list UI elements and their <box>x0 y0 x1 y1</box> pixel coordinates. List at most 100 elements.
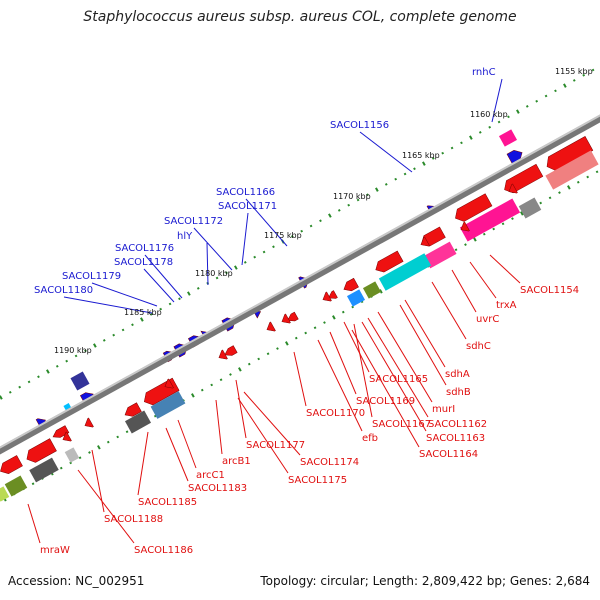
cds-block <box>498 129 518 147</box>
map-title: Staphylococcus aureus subsp. aureus COL,… <box>83 9 517 25</box>
cds-arrow <box>218 349 228 360</box>
tick-mark-outer <box>300 229 304 233</box>
tick-mark-outer <box>535 99 539 103</box>
forward-leader-line <box>359 131 413 173</box>
label-leader-lines <box>27 78 521 544</box>
cds-arrow <box>62 431 72 442</box>
reverse-leader-line <box>215 399 223 455</box>
forward-leader-line <box>245 198 288 247</box>
forward-gene-label: SACOL1176 <box>115 243 174 254</box>
tick-mark-outer <box>309 224 313 228</box>
reverse-leader-line <box>343 321 370 373</box>
cds-block <box>459 198 521 242</box>
tick-mark-inner <box>97 445 101 450</box>
forward-gene-label: SACOL1166 <box>216 187 275 198</box>
reverse-leader-line <box>451 269 477 313</box>
reverse-gene-label: SACOL1174 <box>300 457 359 468</box>
forward-leader-line <box>91 282 158 307</box>
tick-mark-outer <box>572 79 576 82</box>
forward-leader-line <box>143 268 175 303</box>
tick-mark-outer <box>507 115 510 119</box>
tick-mark-outer <box>356 198 360 202</box>
cds-arrow <box>84 417 94 428</box>
reverse-leader-line <box>431 281 467 340</box>
tick-mark-outer <box>328 213 332 218</box>
tick-mark-outer <box>27 380 31 384</box>
tick-mark-outer <box>37 375 40 379</box>
forward-leader-line <box>206 242 209 286</box>
reverse-gene-label: SACOL1163 <box>426 433 485 444</box>
tick-mark-inner <box>69 461 73 465</box>
reverse-leader-line <box>329 331 357 395</box>
tick-mark-inner <box>88 451 91 454</box>
tick-mark-inner <box>106 440 110 444</box>
tick-mark-outer <box>525 105 529 108</box>
reverse-leader-line <box>351 329 420 448</box>
tick-mark-outer <box>554 89 557 93</box>
tick-mark-outer <box>159 307 163 311</box>
tick-mark-inner <box>285 341 289 346</box>
cds-block <box>29 457 59 483</box>
reverse-gene-label: SACOL1177 <box>246 440 305 451</box>
tick-mark-outer <box>582 73 586 77</box>
reverse-gene-label: trxA <box>496 300 517 311</box>
tick-mark-inner <box>586 175 590 179</box>
tick-mark-outer <box>384 183 388 186</box>
reverse-gene-label: SACOL1169 <box>356 396 415 407</box>
tick-mark-outer <box>187 291 191 296</box>
cds-arrow <box>322 291 332 302</box>
cds-block <box>423 241 457 269</box>
cds-block <box>4 475 28 497</box>
tick-mark-outer <box>460 141 463 145</box>
tick-mark-inner <box>482 232 486 236</box>
tick-mark-inner <box>229 373 232 376</box>
tick-mark-outer <box>375 187 379 192</box>
tick-mark-outer <box>243 261 247 264</box>
kbp-label: 1190 kbp <box>54 346 92 355</box>
tick-mark-inner <box>511 217 514 220</box>
cds-arrow <box>266 321 276 332</box>
cds-arrow <box>281 313 291 324</box>
tick-mark-inner <box>341 310 345 314</box>
tick-mark-inner <box>191 393 195 398</box>
tick-mark-outer <box>337 209 341 212</box>
tick-mark-outer <box>253 255 257 259</box>
tick-mark-outer <box>102 338 106 342</box>
reverse-leader-line <box>91 449 105 513</box>
tick-mark-outer <box>0 395 3 400</box>
kbp-label: 1170 kbp <box>333 192 371 201</box>
tick-mark-outer <box>178 297 181 301</box>
cds-arrow <box>328 290 338 299</box>
tick-mark-outer <box>65 359 69 363</box>
forward-gene-label: SACOL1172 <box>164 216 223 227</box>
tick-mark-inner <box>210 383 214 387</box>
tick-mark-outer <box>55 364 59 368</box>
forward-leader-line <box>241 212 249 266</box>
tick-mark-outer <box>84 349 87 353</box>
tick-mark-outer <box>469 135 473 140</box>
cds-arrow <box>375 250 404 273</box>
reverse-gene-label: SACOL1154 <box>520 285 579 296</box>
reverse-leader-line <box>237 397 289 474</box>
cds-block <box>346 289 366 307</box>
tick-mark-outer <box>215 276 219 280</box>
tick-mark-inner <box>558 191 561 194</box>
reverse-gene-label: SACOL1165 <box>369 374 428 385</box>
reverse-gene-label: efb <box>362 433 378 444</box>
reverse-leader-line <box>404 299 446 368</box>
tick-mark-outer <box>422 161 426 166</box>
tick-mark-inner <box>595 170 599 174</box>
reverse-gene-label: SACOL1170 <box>306 408 365 419</box>
cds-block <box>362 281 382 299</box>
forward-leader-line <box>491 78 503 123</box>
forward-gene-label: SACOL1156 <box>330 120 389 131</box>
cds-arrow <box>26 438 57 463</box>
reverse-gene-label: SACOL1185 <box>138 497 197 508</box>
cds-block <box>150 391 186 419</box>
tick-mark-outer <box>319 219 322 223</box>
tick-mark-outer <box>131 323 134 327</box>
cds-arrow <box>224 345 238 356</box>
reverse-gene-label: sdhB <box>446 387 471 398</box>
reverse-leader-line <box>367 317 429 418</box>
tick-mark-outer <box>196 286 200 290</box>
